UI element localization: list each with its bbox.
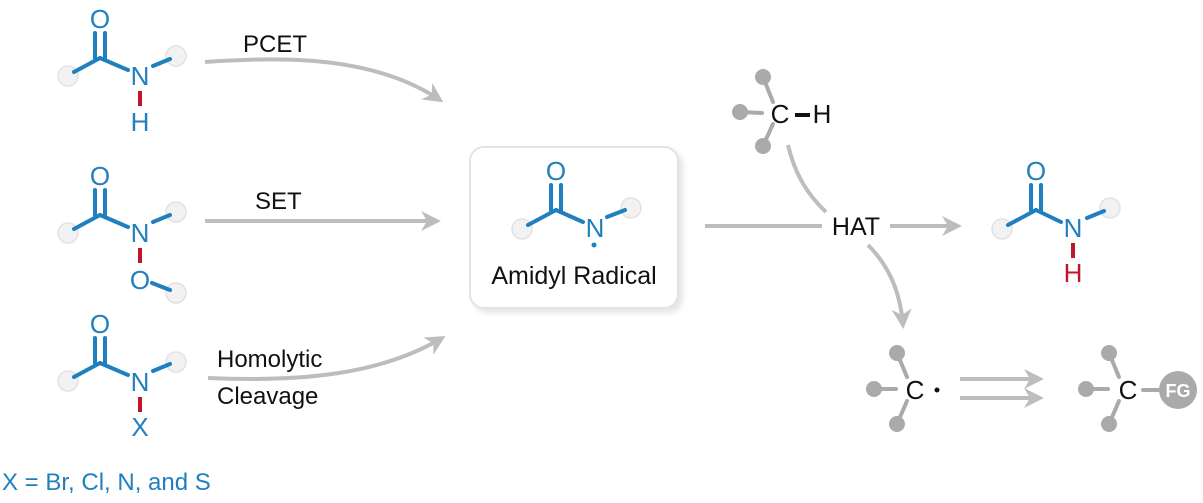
amide-nitrogen: N — [131, 61, 150, 91]
substituent-ball-right — [165, 45, 187, 67]
amide-nitrogen: N — [131, 218, 150, 248]
radical-dot — [934, 387, 940, 393]
amide-nitrogen: N — [1064, 213, 1083, 243]
substituent-ball-right — [620, 197, 642, 219]
amide-no-molecule: O N O — [57, 161, 187, 304]
carbonyl-oxygen: O — [90, 4, 110, 34]
carbon-atom: C — [1119, 375, 1138, 405]
amidyl-radical-label: Amidyl Radical — [491, 262, 656, 290]
carbon-atom: C — [906, 375, 925, 405]
carbon-atom: C — [771, 99, 790, 129]
substituent-ball — [1101, 345, 1117, 361]
amide-hydrogen: H — [131, 107, 150, 137]
substituent-ball — [755, 69, 771, 85]
substituent-ball-right — [165, 351, 187, 373]
substituent-ball — [1078, 381, 1094, 397]
ch-substrate: C H — [732, 69, 831, 154]
homolytic-label: Homolytic — [217, 346, 322, 373]
substituent-ball-left — [57, 65, 79, 87]
product-amide-nh: O N H — [991, 156, 1121, 288]
substituent-ball — [732, 104, 748, 120]
homolytic-cleavage-arrow — [207, 335, 446, 381]
substituent-ball — [889, 416, 905, 432]
substituent-ball-right — [1099, 197, 1121, 219]
footnote-x-definition: X = Br, Cl, N, and S — [2, 469, 211, 496]
substituent-ball-left — [57, 222, 79, 244]
amidyl-radical-box: O N Amidyl Radical — [469, 146, 679, 309]
set-label: SET — [255, 188, 302, 215]
amide-hydrogen: H — [1064, 258, 1083, 288]
carbon-radical: C — [866, 345, 940, 432]
hydrogen-atom: H — [813, 99, 832, 129]
substituent-ball-right — [165, 201, 187, 223]
substituent-ball-left — [511, 218, 533, 240]
functional-group-label: FG — [1166, 381, 1191, 401]
cleavage-label: Cleavage — [217, 383, 318, 410]
substituent-ball — [866, 381, 882, 397]
hat-label: HAT — [832, 213, 880, 241]
hat-to-carbon-radical-arrow — [866, 243, 912, 329]
carbonyl-oxygen: O — [546, 156, 566, 186]
substituent-ball-left — [991, 218, 1013, 240]
radical-nitrogen: N — [586, 213, 605, 243]
functional-group-ball — [1159, 371, 1197, 409]
pcet-label: PCET — [243, 31, 307, 58]
radical-dot — [591, 242, 597, 248]
substituent-ball — [889, 345, 905, 361]
pcet-arrow — [204, 57, 444, 103]
carbonyl-oxygen: O — [90, 161, 110, 191]
carbonyl-oxygen: O — [1026, 156, 1046, 186]
amide-nh-molecule: O N H — [57, 4, 187, 137]
substituent-ball-left — [57, 370, 79, 392]
leaving-group-x: X — [131, 412, 148, 442]
substituent-ball — [1101, 416, 1117, 432]
ch-to-hat-curve — [786, 144, 828, 214]
functionalized-product: C FG — [1078, 345, 1197, 432]
substituent-ball-oxygen — [165, 282, 187, 304]
substituent-ball — [755, 138, 771, 154]
carbonyl-oxygen: O — [90, 309, 110, 339]
amide-nx-molecule: O N X — [57, 309, 187, 442]
amide-nitrogen: N — [131, 367, 150, 397]
alkoxy-oxygen: O — [130, 265, 150, 295]
